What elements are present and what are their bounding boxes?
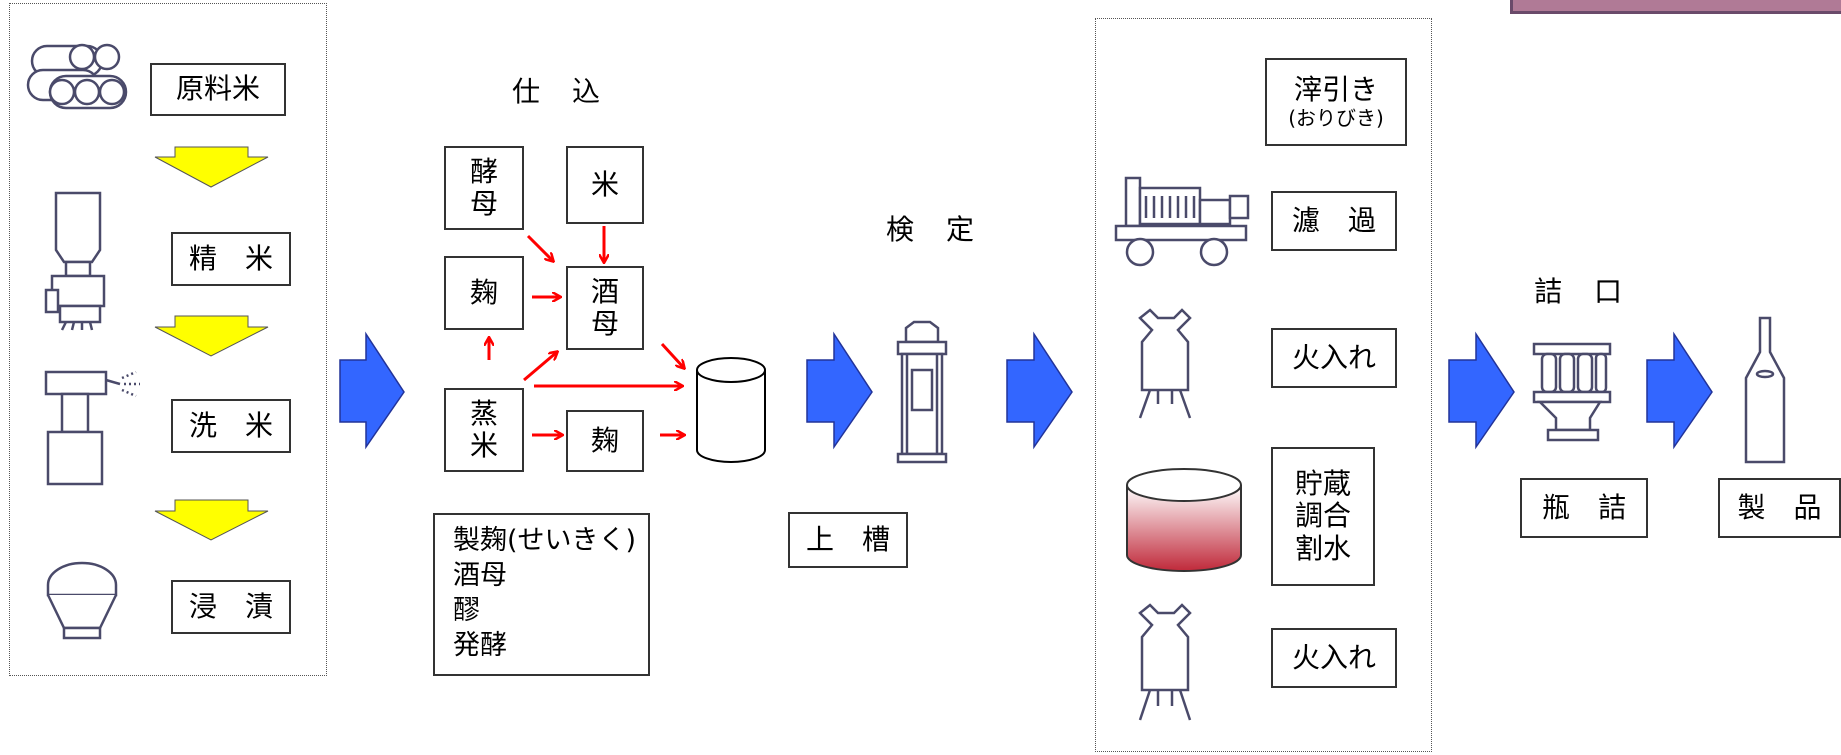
step-pasteurize-1: 火入れ [1271,328,1397,388]
raw-material-panel [9,3,327,676]
step-soaking: 浸 漬 [171,580,291,634]
note-line: 発酵 [453,630,507,662]
kentei-title: 検 定 [886,213,977,246]
step-polishing: 精 米 [171,232,291,286]
soaking-vat-icon [46,561,118,640]
step-washing: 洗 米 [171,399,291,453]
step-bottle-fill: 瓶 詰 [1520,478,1648,538]
step-pressing: 上 槽 [788,512,908,568]
step-storage: 貯蔵 調合 割水 [1271,447,1375,586]
corner-frame [1510,0,1841,14]
rice-bales-icon [26,43,128,110]
fermentation-tank-icon [696,357,766,463]
blue-arrow-4 [1448,331,1515,450]
yellow-arrow-2 [154,315,269,357]
box-koji-top: 麹 [444,256,524,330]
washing-machine-icon [44,370,140,486]
box-rice: 米 [566,146,644,224]
sake-bottle-icon [1744,316,1786,464]
red-arrow-shubo-tank [660,342,684,368]
step-product: 製 品 [1718,478,1841,538]
blue-arrow-3 [1006,331,1073,450]
polishing-machine-icon [44,191,106,331]
blue-arrow-5 [1646,331,1713,450]
box-koji-bottom: 麹 [566,410,644,472]
step-filtration: 濾 過 [1271,191,1397,251]
yellow-arrow-3 [154,499,269,541]
heater-icon [1138,603,1192,721]
storage-line: 割水 [1294,531,1351,565]
storage-line: 調合 [1294,499,1351,533]
shikomi-title: 仕 込 [512,75,603,108]
note-line: 酒母 [453,560,507,592]
press-machine-icon [896,320,948,464]
step-raw-rice: 原料米 [150,63,286,116]
storage-tank-icon [1126,468,1242,572]
blue-arrow-2 [806,331,873,450]
box-steamed-rice: 蒸米 [444,388,524,472]
post-process-panel [1095,18,1432,752]
step-pasteurize-2: 火入れ [1271,628,1397,688]
bottling-machine-icon [1532,342,1612,442]
bottling-title: 詰 口 [1534,275,1625,308]
red-arrow-steamed-shubo [523,352,557,382]
filter-press-icon [1114,176,1250,267]
red-arrow-yeast-shubo [526,234,553,261]
storage-line: 貯蔵 [1294,467,1351,501]
heater-icon [1138,308,1192,419]
shubo-label: 酒母 [591,274,620,340]
note-line: 醪 [453,595,480,627]
note-line: 製麹(せいきく) [453,525,637,556]
shikomi-notes: 製麹(せいきく) 酒母 醪 発酵 [433,513,650,676]
steamed-rice-label: 蒸米 [470,396,499,462]
ori-label: 滓引き [1293,73,1378,107]
box-yeast: 酵母 [444,146,524,230]
yellow-arrow-1 [154,146,269,188]
box-shubo: 酒母 [566,266,644,350]
yeast-label: 酵母 [470,154,499,220]
ori-reading: (おりびき) [1288,105,1384,130]
blue-arrow-1 [339,331,405,450]
step-ori: 滓引き (おりびき) [1265,58,1407,146]
